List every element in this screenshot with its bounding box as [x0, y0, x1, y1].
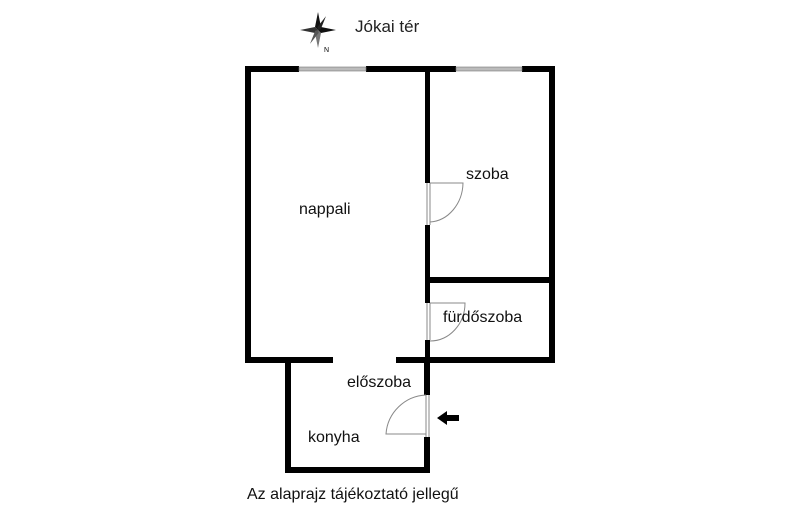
doors [385, 182, 466, 437]
room-label-nappali: nappali [299, 201, 351, 218]
room-label-szoba: szoba [466, 166, 509, 183]
disclaimer-note: Az alaprajz tájékoztató jellegű [247, 486, 459, 503]
room-label-eloszoba: előszoba [347, 374, 412, 391]
arrow-left-icon [437, 411, 459, 425]
street-label: Jókai tér [355, 17, 420, 36]
windows [298, 66, 523, 72]
walls [245, 66, 555, 473]
compass-rose-icon: N [300, 12, 336, 54]
room-label-furdoszoba: fürdőszoba [443, 309, 523, 326]
room-label-konyha: konyha [308, 429, 360, 446]
north-label: N [324, 47, 329, 54]
